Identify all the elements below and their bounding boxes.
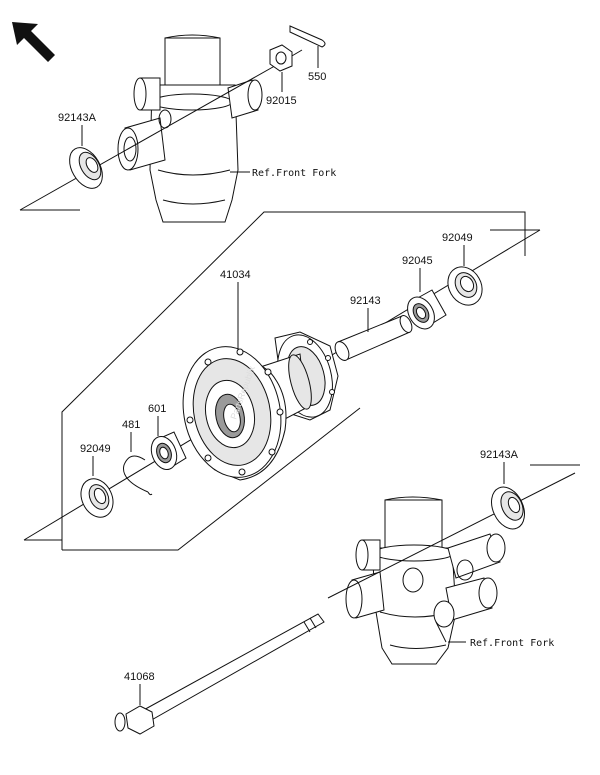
label-92143a-top: 92143A bbox=[58, 112, 97, 124]
label-92143a-right: 92143A bbox=[480, 449, 519, 461]
hub-41034 bbox=[182, 282, 339, 481]
seal-92049-left bbox=[80, 456, 114, 518]
label-92015: 92015 bbox=[266, 95, 297, 107]
hub-assembly-box bbox=[61, 211, 526, 551]
label-92049-top: 92049 bbox=[442, 232, 473, 244]
label-550: 550 bbox=[308, 71, 326, 83]
label-ref-front-fork-top: Ref.Front Fork bbox=[252, 168, 336, 179]
axle-41068 bbox=[114, 613, 325, 735]
label-92143: 92143 bbox=[350, 295, 381, 307]
front-fork-bottom bbox=[345, 496, 506, 665]
label-92049-left: 92049 bbox=[80, 443, 111, 455]
label-ref-front-fork-bottom: Ref.Front Fork bbox=[470, 638, 554, 649]
seal-92049-right bbox=[447, 245, 483, 306]
cotter-pin-550 bbox=[289, 25, 326, 68]
label-601: 601 bbox=[148, 403, 166, 415]
front-fork-top bbox=[117, 34, 263, 223]
collar-92143a-right bbox=[491, 462, 525, 530]
circlip-481 bbox=[123, 432, 153, 496]
arrow-up-left-icon bbox=[12, 22, 55, 62]
bearing-92045 bbox=[407, 268, 447, 330]
axle-line-bottom bbox=[327, 464, 580, 599]
spacer-92143 bbox=[334, 308, 413, 361]
bearing-601 bbox=[150, 416, 187, 470]
label-41068: 41068 bbox=[124, 671, 155, 683]
nut-92015 bbox=[269, 44, 293, 92]
label-481: 481 bbox=[122, 419, 140, 431]
label-41034: 41034 bbox=[220, 269, 251, 281]
label-92045: 92045 bbox=[402, 255, 433, 267]
collar-92143a-top bbox=[69, 125, 103, 189]
